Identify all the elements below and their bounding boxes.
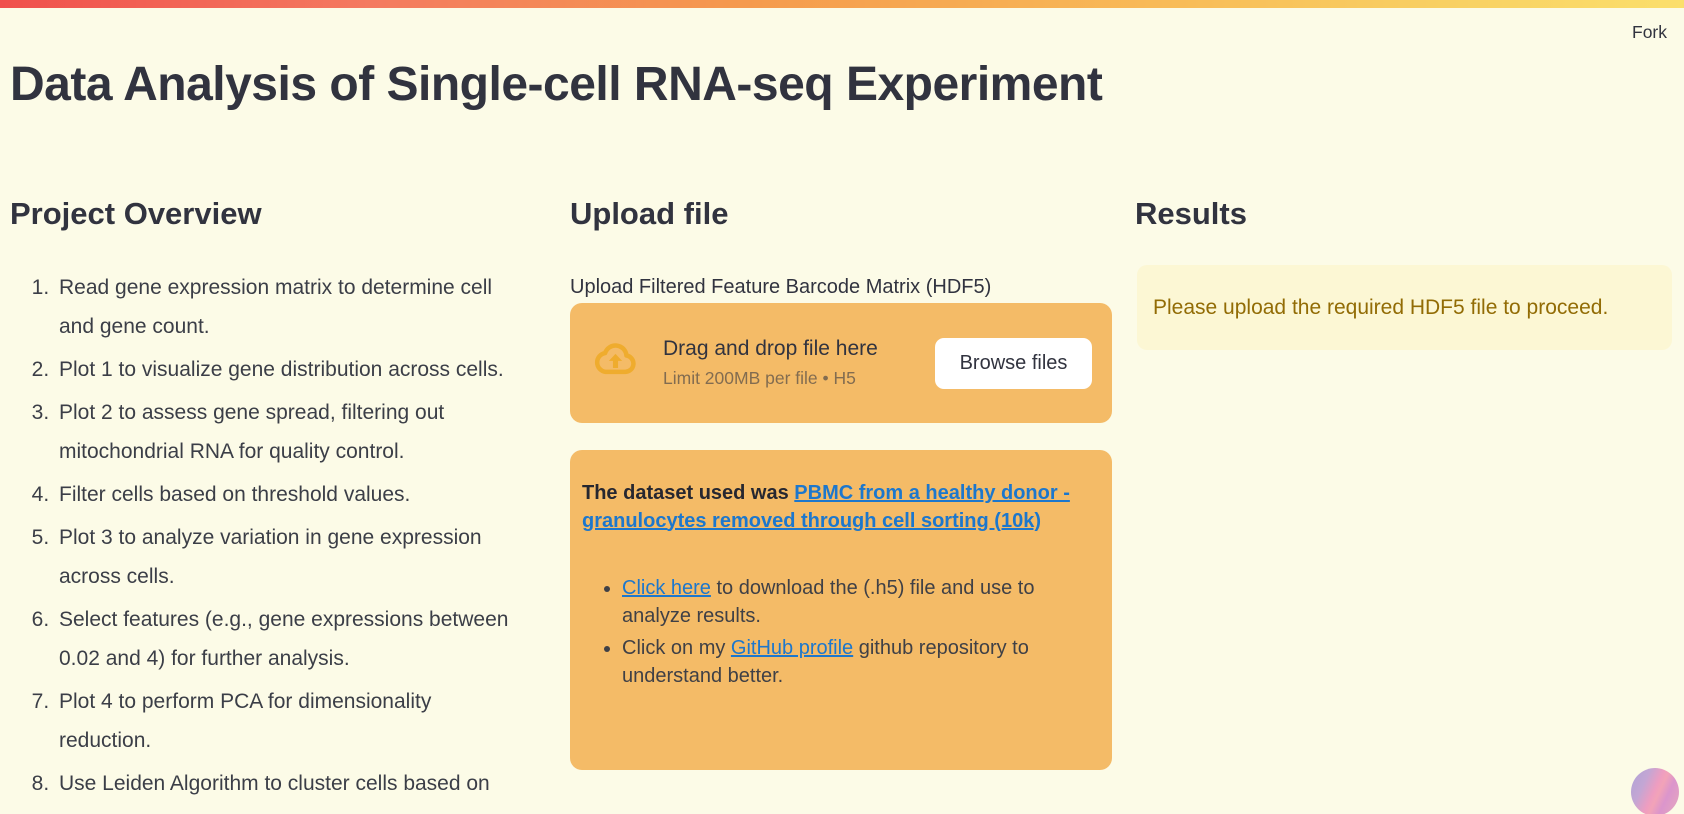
dataset-info-prefix: The dataset used was bbox=[582, 482, 795, 504]
file-dropzone[interactable]: Drag and drop file here Limit 200MB per … bbox=[570, 303, 1112, 423]
list-item: Plot 3 to analyze variation in gene expr… bbox=[55, 518, 603, 596]
list-item: Filter cells based on threshold values. bbox=[55, 475, 603, 514]
uploader-label: Upload Filtered Feature Barcode Matrix (… bbox=[570, 276, 992, 298]
dataset-info-bullets: Click here to download the (.h5) file an… bbox=[582, 575, 1100, 690]
browse-files-button[interactable]: Browse files bbox=[935, 337, 1092, 389]
bullet1-text: to download the (.h5) file and use to an… bbox=[622, 577, 1035, 627]
upload-heading: Upload file bbox=[570, 196, 729, 231]
list-item: Select features (e.g., gene expressions … bbox=[55, 600, 603, 678]
bullet2-pre-text: Click on my bbox=[622, 637, 731, 659]
list-item: Read gene expression matrix to determine… bbox=[55, 268, 603, 346]
list-item: Click here to download the (.h5) file an… bbox=[622, 575, 1100, 630]
list-item: Plot 1 to visualize gene distribution ac… bbox=[55, 350, 603, 389]
list-item: Plot 4 to perform PCA for dimensionality… bbox=[55, 682, 603, 760]
list-item: Use Leiden Algorithm to cluster cells ba… bbox=[55, 764, 603, 803]
download-h5-link[interactable]: Click here bbox=[622, 577, 711, 599]
page-title: Data Analysis of Single-cell RNA-seq Exp… bbox=[10, 58, 1103, 111]
profile-avatar[interactable] bbox=[1631, 768, 1679, 814]
decoration-bar bbox=[0, 0, 1684, 8]
dropzone-limit: Limit 200MB per file • H5 bbox=[663, 368, 856, 388]
results-heading: Results bbox=[1135, 196, 1247, 231]
fork-button[interactable]: Fork bbox=[1626, 21, 1673, 44]
list-item: Plot 2 to assess gene spread, filtering … bbox=[55, 393, 603, 471]
bullet2-text: github repository to understand better. bbox=[622, 637, 1029, 687]
dropzone-instructions: Drag and drop file here bbox=[663, 337, 878, 360]
dataset-info-box: The dataset used was PBMC from a healthy… bbox=[570, 450, 1112, 770]
upload-warning-message: Please upload the required HDF5 file to … bbox=[1137, 265, 1672, 350]
github-profile-link[interactable]: GitHub profile bbox=[730, 637, 854, 659]
list-item: Click on my GitHub profile github reposi… bbox=[622, 635, 1100, 690]
warning-text: Please upload the required HDF5 file to … bbox=[1153, 295, 1609, 319]
cloud-upload-icon bbox=[592, 337, 639, 389]
dataset-link[interactable]: PBMC from a healthy donor - granulocytes… bbox=[582, 482, 1070, 532]
overview-heading: Project Overview bbox=[10, 196, 262, 231]
dataset-info-header: The dataset used was PBMC from a healthy… bbox=[582, 480, 1100, 535]
project-overview-list: Read gene expression matrix to determine… bbox=[10, 268, 603, 807]
